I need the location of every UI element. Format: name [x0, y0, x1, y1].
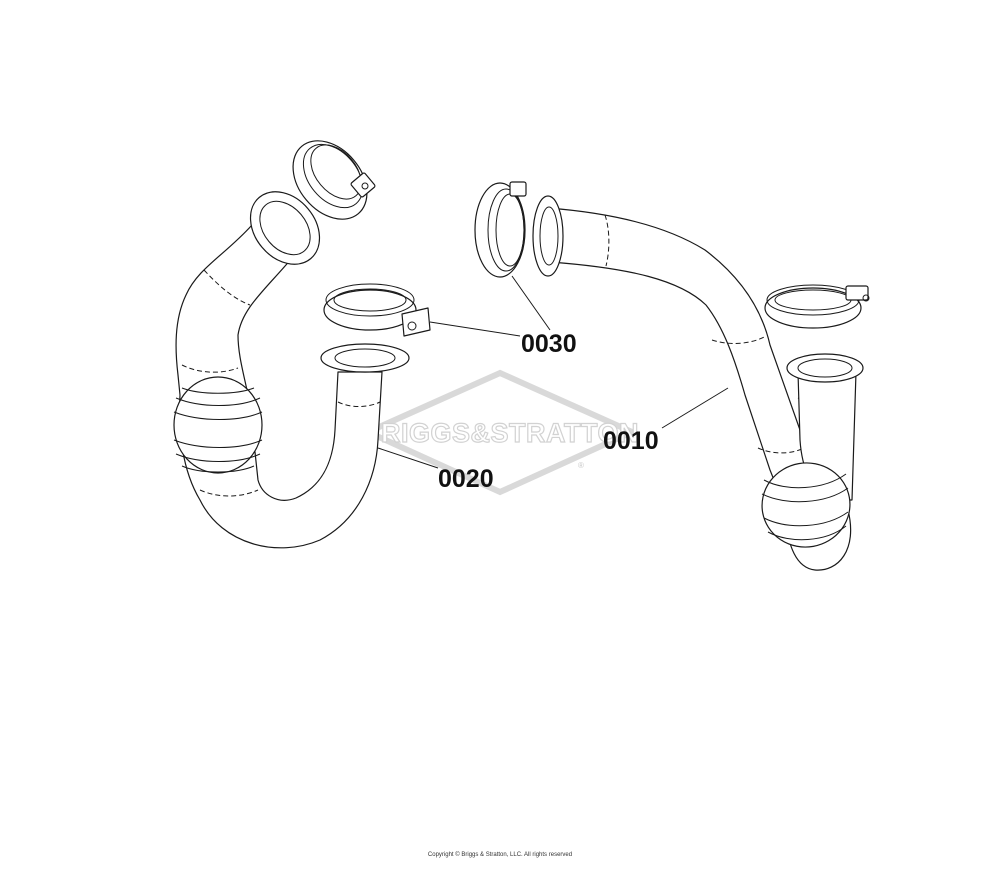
- exhaust-pipe-left: [173, 191, 410, 549]
- callout-0010[interactable]: 0010: [603, 427, 659, 455]
- watermark: BRIGGS&STRATTON ®: [360, 369, 640, 496]
- watermark-trademark: ®: [578, 461, 584, 470]
- flange-right-left: [320, 343, 410, 373]
- leader-0030: [429, 321, 521, 337]
- clamp-0030: [323, 283, 431, 337]
- watermark-text: BRIGGS&STRATTON: [361, 418, 639, 448]
- flex-connector-left: [173, 376, 263, 474]
- leader-0020: [377, 447, 439, 469]
- flange-top-left: [249, 191, 321, 265]
- clamp-left-right: [474, 181, 527, 278]
- clamp-right-right: [764, 284, 870, 329]
- copyright-notice: Copyright © Briggs & Stratton, LLC. All …: [427, 852, 573, 858]
- leader-0030-b: [511, 275, 551, 331]
- flange-outlet-right: [786, 353, 864, 383]
- clamp-top-left: [292, 140, 376, 220]
- flex-connector-right: [761, 462, 851, 548]
- callout-0020[interactable]: 0020: [438, 465, 494, 493]
- leader-0010: [661, 387, 729, 429]
- callout-0030[interactable]: 0030: [521, 330, 577, 358]
- exhaust-pipe-right: [532, 195, 864, 571]
